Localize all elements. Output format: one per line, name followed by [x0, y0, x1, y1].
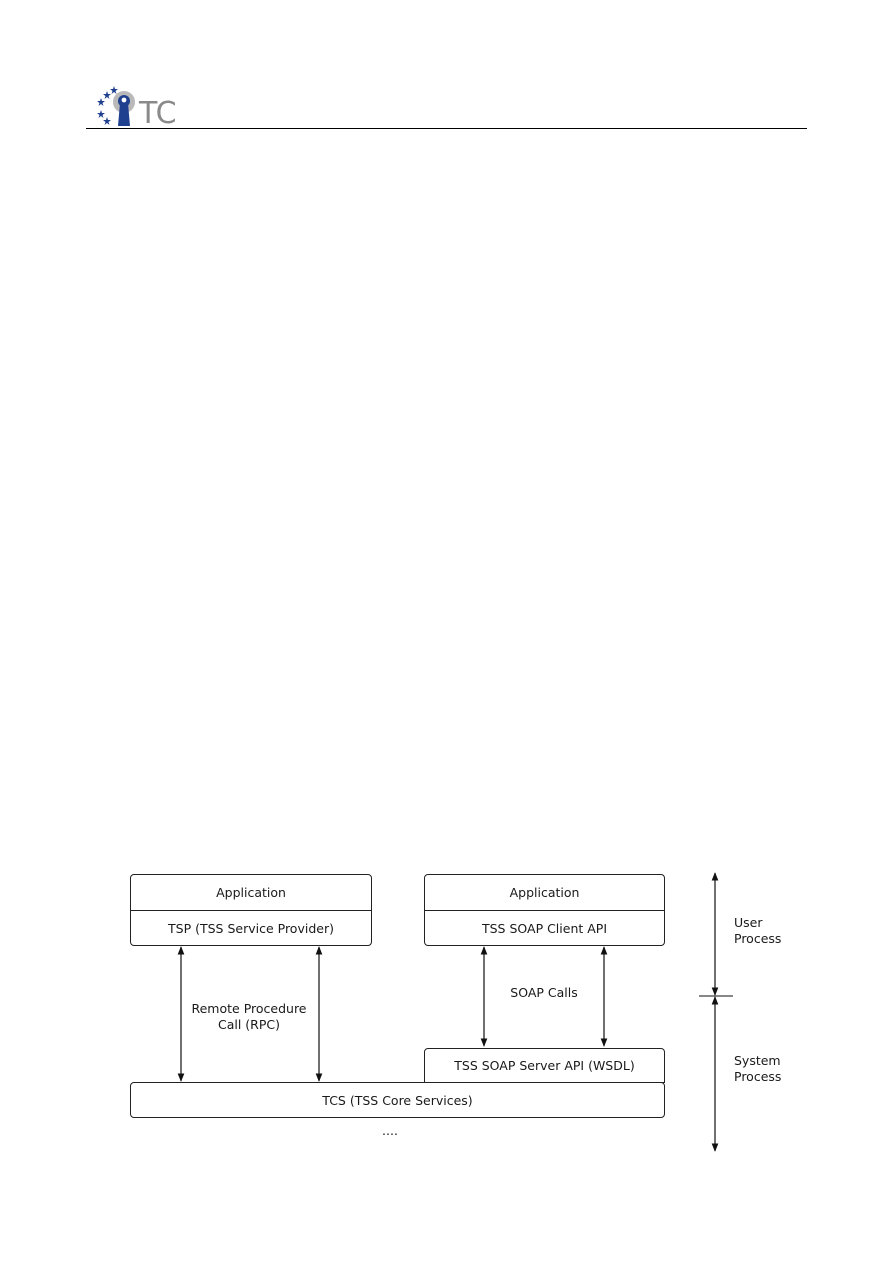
tsp-label: TSP (TSS Service Provider) — [168, 920, 334, 936]
left-application-label: Application — [216, 885, 286, 900]
tsp-box: TSP (TSS Service Provider) — [130, 910, 372, 946]
logo-graphic: TC — [97, 86, 177, 128]
soap-client-label: TSS SOAP Client API — [481, 920, 608, 936]
tss-architecture-diagram: Application TSP (TSS Service Provider) A… — [110, 860, 810, 1160]
opentc-logo: TC — [97, 86, 187, 128]
soap-calls-label: SOAP Calls — [510, 985, 578, 1000]
tcs-label: TCS (TSS Core Services) — [322, 1092, 473, 1108]
soap-server-label: TSS SOAP Server API (WSDL) — [454, 1058, 635, 1073]
ellipsis-label: .... — [382, 1123, 398, 1138]
soap-client-box: TSS SOAP Client API — [424, 910, 665, 946]
system-process-label: System Process — [734, 1053, 782, 1084]
tcs-box: TCS (TSS Core Services) — [130, 1082, 665, 1118]
left-application-box: Application — [130, 874, 372, 911]
user-process-label: User Process — [734, 915, 782, 946]
logo-text: TC — [138, 96, 177, 128]
right-application-box: Application — [424, 874, 665, 911]
rpc-label: Remote Procedure Call (RPC) — [191, 1001, 307, 1032]
header-divider — [86, 128, 807, 129]
soap-server-box: TSS SOAP Server API (WSDL) — [424, 1048, 665, 1083]
diagram-arrows — [177, 872, 733, 1152]
right-application-label: Application — [509, 885, 580, 900]
